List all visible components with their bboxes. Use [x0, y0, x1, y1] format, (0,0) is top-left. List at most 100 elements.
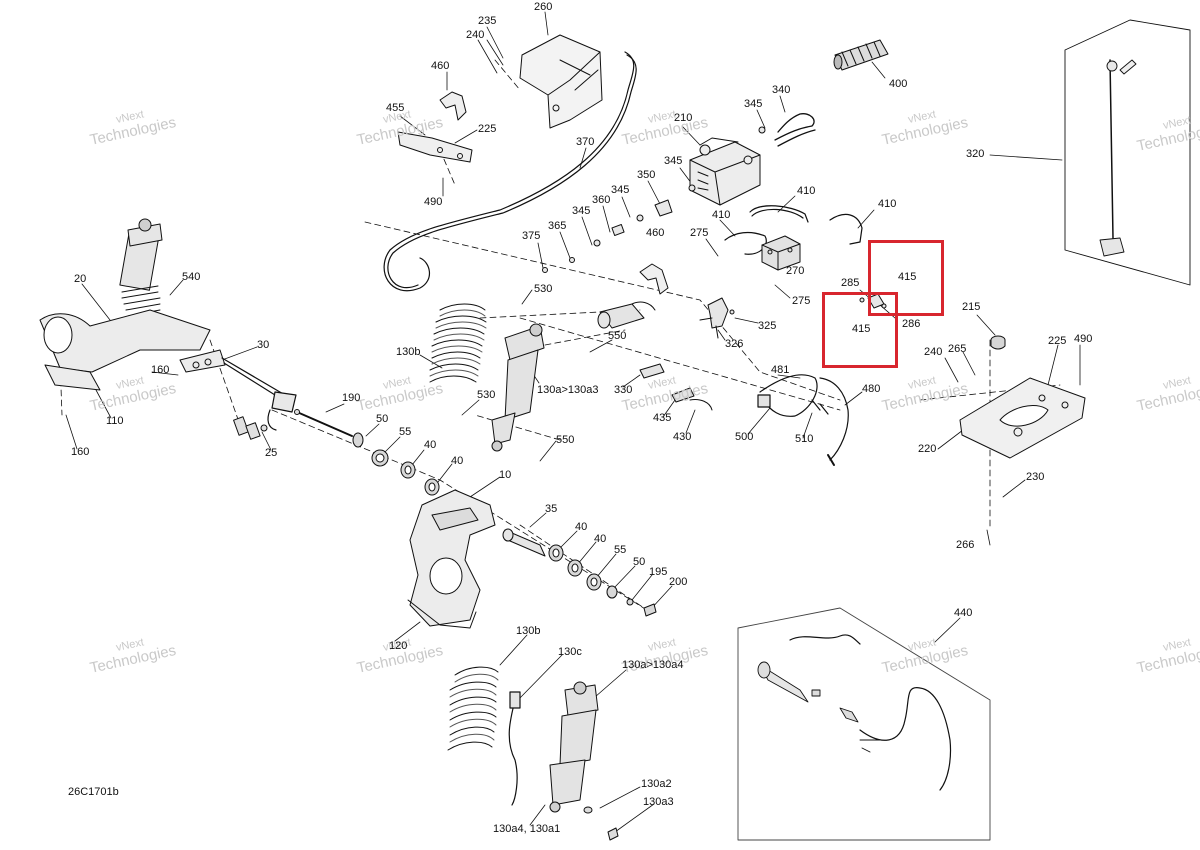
part-label-480[interactable]: 480	[862, 383, 881, 395]
part-label-286[interactable]: 286	[902, 318, 921, 330]
knuckle-10-drawing	[407, 489, 496, 629]
part-label-540[interactable]: 540	[182, 271, 201, 283]
part-label-50[interactable]: 50	[633, 556, 646, 568]
part-label-325[interactable]: 325	[758, 320, 777, 332]
shaft-35-drawing	[502, 528, 546, 557]
part-label-215[interactable]: 215	[962, 301, 981, 313]
part-label-400[interactable]: 400	[889, 78, 908, 90]
washers-bearings-upper-drawing	[352, 432, 440, 496]
hose-370-drawing	[383, 51, 637, 292]
part-label-550[interactable]: 550	[556, 434, 575, 446]
part-label-230[interactable]: 230	[1026, 471, 1045, 483]
part-label-430[interactable]: 430	[673, 431, 692, 443]
part-label-410[interactable]: 410	[712, 209, 731, 221]
part-label-220[interactable]: 220	[918, 443, 937, 455]
part-label-435[interactable]: 435	[653, 412, 672, 424]
part-label-225[interactable]: 225	[1048, 335, 1067, 347]
tee-325-drawing	[699, 297, 735, 339]
part-label-370[interactable]: 370	[576, 136, 595, 148]
part-label-25[interactable]: 25	[265, 447, 278, 459]
part-label-130a4-130a1[interactable]: 130a4, 130a1	[493, 823, 561, 835]
part-label-130a-130a3[interactable]: 130a>130a3	[537, 384, 599, 396]
lines-410-drawing	[724, 205, 863, 255]
diagram-code: 26C1701b	[68, 786, 119, 798]
fittings-330-drawing	[639, 363, 713, 411]
part-label-500[interactable]: 500	[735, 431, 754, 443]
part-label-10[interactable]: 10	[499, 469, 512, 481]
part-label-530[interactable]: 530	[477, 389, 496, 401]
part-label-415[interactable]: 415	[898, 271, 917, 283]
part-label-320[interactable]: 320	[966, 148, 985, 160]
part-label-275[interactable]: 275	[792, 295, 811, 307]
part-label-190[interactable]: 190	[342, 392, 361, 404]
part-label-20[interactable]: 20	[74, 273, 87, 285]
bolt-190-drawing	[294, 409, 353, 437]
part-label-240[interactable]: 240	[924, 346, 943, 358]
panel-320-drawing	[1064, 19, 1191, 286]
part-label-40[interactable]: 40	[594, 533, 607, 545]
part-label-200[interactable]: 200	[669, 576, 688, 588]
part-label-481[interactable]: 481	[771, 364, 790, 376]
bump-stop-215-drawing	[990, 335, 1006, 350]
part-label-285[interactable]: 285	[841, 277, 860, 289]
part-label-40[interactable]: 40	[451, 455, 464, 467]
part-label-130a2[interactable]: 130a2	[641, 778, 672, 790]
sway-link-30-drawing	[221, 357, 297, 431]
part-label-530[interactable]: 530	[534, 283, 553, 295]
part-label-210[interactable]: 210	[674, 112, 693, 124]
part-label-266[interactable]: 266	[956, 539, 975, 551]
part-label-225[interactable]: 225	[478, 123, 497, 135]
part-label-130b[interactable]: 130b	[396, 346, 421, 358]
part-label-460[interactable]: 460	[431, 60, 450, 72]
harness-481-drawing	[757, 374, 849, 466]
part-label-275[interactable]: 275	[690, 227, 709, 239]
dashed-assembly-lines	[59, 59, 1061, 613]
part-label-345[interactable]: 345	[664, 155, 683, 167]
part-label-160[interactable]: 160	[71, 446, 90, 458]
part-label-130c[interactable]: 130c	[558, 646, 582, 658]
part-label-160[interactable]: 160	[151, 364, 170, 376]
part-label-490[interactable]: 490	[1074, 333, 1093, 345]
part-label-415[interactable]: 415	[852, 323, 871, 335]
part-label-35[interactable]: 35	[545, 503, 558, 515]
part-label-110[interactable]: 110	[106, 415, 124, 427]
part-label-550[interactable]: 550	[608, 330, 627, 342]
part-label-375[interactable]: 375	[522, 230, 541, 242]
part-label-350[interactable]: 350	[637, 169, 656, 181]
part-label-365[interactable]: 365	[548, 220, 567, 232]
part-label-410[interactable]: 410	[797, 185, 816, 197]
part-label-345[interactable]: 345	[572, 205, 591, 217]
part-label-130a3[interactable]: 130a3	[643, 796, 674, 808]
part-label-130a-130a4[interactable]: 130a>130a4	[622, 659, 684, 671]
part-label-120[interactable]: 120	[389, 640, 408, 652]
part-label-330[interactable]: 330	[614, 384, 633, 396]
part-label-460[interactable]: 460	[646, 227, 665, 239]
spring-130b-bottom-drawing	[447, 666, 499, 751]
part-label-340[interactable]: 340	[772, 84, 791, 96]
part-label-345[interactable]: 345	[611, 184, 630, 196]
part-label-440[interactable]: 440	[954, 607, 973, 619]
part-label-360[interactable]: 360	[592, 194, 611, 206]
part-label-130b[interactable]: 130b	[516, 625, 541, 637]
highlight-box-415-upper	[868, 240, 944, 316]
part-label-260[interactable]: 260	[534, 1, 553, 13]
part-label-410[interactable]: 410	[878, 198, 897, 210]
bracket-260-drawing	[519, 34, 603, 129]
part-label-30[interactable]: 30	[257, 339, 270, 351]
part-label-195[interactable]: 195	[649, 566, 668, 578]
part-label-40[interactable]: 40	[424, 439, 437, 451]
part-label-40[interactable]: 40	[575, 521, 588, 533]
part-label-326[interactable]: 326	[725, 338, 744, 350]
part-label-55[interactable]: 55	[614, 544, 627, 556]
part-label-235[interactable]: 235	[478, 15, 497, 27]
part-label-345[interactable]: 345	[744, 98, 763, 110]
part-label-455[interactable]: 455	[386, 102, 405, 114]
part-label-50[interactable]: 50	[376, 413, 389, 425]
compressor-210-drawing	[689, 137, 761, 206]
part-label-265[interactable]: 265	[948, 343, 967, 355]
part-label-55[interactable]: 55	[399, 426, 412, 438]
part-label-490[interactable]: 490	[424, 196, 443, 208]
part-label-270[interactable]: 270	[786, 265, 805, 277]
part-label-240[interactable]: 240	[466, 29, 485, 41]
part-label-510[interactable]: 510	[795, 433, 814, 445]
